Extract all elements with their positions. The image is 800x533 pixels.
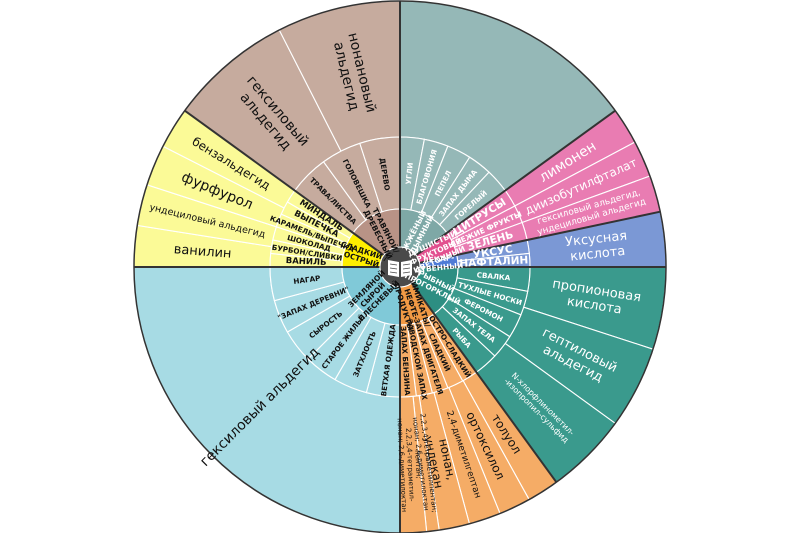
outer-label-acetic: Уксуснаякислота xyxy=(564,228,629,264)
hub-disc xyxy=(379,246,421,288)
book-icon xyxy=(388,260,412,277)
outer-ring xyxy=(133,0,667,533)
center-hub xyxy=(379,246,421,288)
sector-separators xyxy=(133,0,667,533)
separator-line xyxy=(415,109,616,257)
middle-label-vanilla: ВАНИЛЬ xyxy=(285,256,326,268)
middle-ring xyxy=(269,136,531,398)
middle-label-dump: СВАЛКА xyxy=(476,270,511,282)
middle-label-soot: НАГАР xyxy=(293,273,321,285)
separator-line xyxy=(419,210,661,264)
middle-label-gasoline: ЗАПАХ БЕНЗИНА xyxy=(399,326,412,396)
outer-border xyxy=(133,0,667,533)
separator-line xyxy=(184,109,385,257)
middle-label-coals: УГЛИ xyxy=(403,162,414,185)
outer-label-vanillin: ванилин xyxy=(173,242,232,261)
middle-label-naphthalene: НАФТАЛИН xyxy=(459,254,528,270)
separator-line xyxy=(410,282,558,483)
